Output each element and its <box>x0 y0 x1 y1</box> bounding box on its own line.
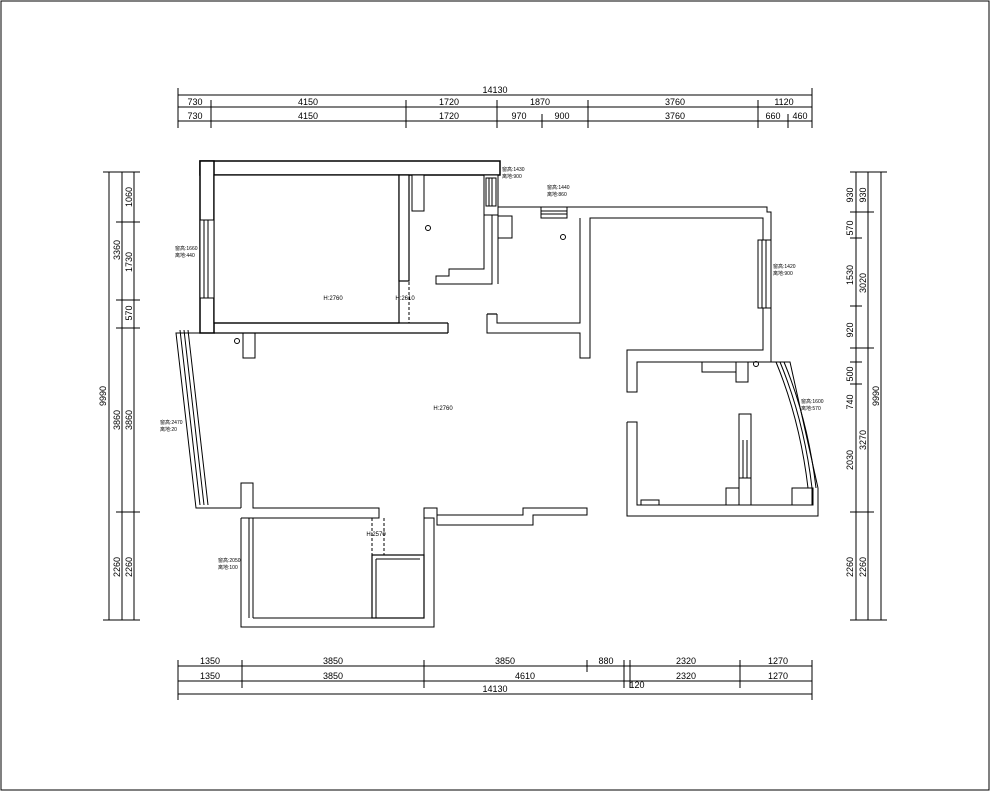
bottom-dim-2: 3850 <box>323 656 343 666</box>
top-dim-3: 1720 <box>439 97 459 107</box>
bottom-dim-12: 1270 <box>768 671 788 681</box>
right-outer-dim-3: 3270 <box>858 430 868 450</box>
right-inner-dim-1: 930 <box>845 187 855 202</box>
bottom-dim-10: 120 <box>629 680 644 690</box>
window-note-4-sill: 离地:900 <box>773 270 793 277</box>
window-note-4-height: 窗高:1420 <box>773 263 796 270</box>
door-openings <box>371 282 410 555</box>
window-note-5-sill: 离地:20 <box>160 426 177 433</box>
window-note-1-sill: 离地:900 <box>502 173 522 180</box>
top-dim-12: 3760 <box>665 111 685 121</box>
top-dim-5: 3760 <box>665 97 685 107</box>
bottom-dim-4: 880 <box>598 656 613 666</box>
left-outer-dim-1: 3360 <box>112 240 122 260</box>
top-dim-14: 460 <box>792 111 807 121</box>
window-note-3-sill: 离地:440 <box>175 252 195 259</box>
left-inner-dim-2: 1730 <box>124 252 134 272</box>
top-dim-10: 970 <box>511 111 526 121</box>
room-height-bedroom1: H:2760 <box>323 296 343 302</box>
right-inner-dim-5: 500 <box>845 366 855 381</box>
window-note-6-sill: 离地:570 <box>801 405 821 412</box>
bottom-dim-7: 1350 <box>200 671 220 681</box>
left-inner-dim-5: 2260 <box>124 557 134 577</box>
bottom-dim-5: 2320 <box>676 656 696 666</box>
light-points <box>234 225 759 367</box>
left-dimensions: 9990 3360 3860 2260 1060 1730 570 3860 2… <box>98 171 140 621</box>
right-inner-dim-8: 2260 <box>845 557 855 577</box>
left-outer-dim-2: 3860 <box>112 410 122 430</box>
right-inner-dim-2: 570 <box>845 220 855 235</box>
left-outer-dim-3: 2260 <box>112 557 122 577</box>
top-dim-8: 4150 <box>298 111 318 121</box>
top-dim-6: 1120 <box>774 97 793 107</box>
bottom-dim-1: 1350 <box>200 656 220 666</box>
bottom-total-dim: 14130 <box>482 684 507 694</box>
right-outer-dim-4: 2260 <box>858 557 868 577</box>
left-inner-dim-3: 570 <box>124 305 134 320</box>
window-note-7-height: 窗高:2050 <box>218 557 241 564</box>
window-note-6-height: 窗高:1600 <box>801 398 824 405</box>
left-inner-dim-1: 1060 <box>124 187 134 207</box>
windows <box>199 177 568 299</box>
bottom-dim-9: 4610 <box>515 671 535 681</box>
window-note-1-height: 窗高:1430 <box>502 166 525 173</box>
top-dimensions: 14130 730 4150 1720 1870 3760 1120 730 4… <box>177 85 813 128</box>
window-note-5-height: 窗高:2470 <box>160 419 183 426</box>
top-total-dim: 14130 <box>482 85 507 95</box>
window-note-7-sill: 离地:100 <box>218 564 238 571</box>
window-note-3-height: 窗高:1660 <box>175 245 198 252</box>
left-total-dim: 9990 <box>98 386 108 406</box>
window-note-2-height: 窗高:1440 <box>547 184 570 191</box>
room-height-balcony: H:2570 <box>366 532 386 538</box>
top-dim-1: 730 <box>187 97 202 107</box>
right-outer-dim-1: 930 <box>858 187 868 202</box>
room-height-closet: H:2610 <box>395 296 415 302</box>
room-height-living: H:2760 <box>433 406 453 412</box>
top-dim-2: 4150 <box>298 97 318 107</box>
right-inner-dim-7: 2030 <box>845 450 855 470</box>
right-total-dim: 9990 <box>871 386 881 406</box>
bottom-dim-3: 3850 <box>495 656 515 666</box>
top-dim-9: 1720 <box>439 111 459 121</box>
window-notes: 窗高:1430 离地:900 窗高:1440 离地:860 窗高:1660 离地… <box>160 166 824 571</box>
walls <box>175 160 819 628</box>
window-note-2-sill: 离地:860 <box>547 191 567 198</box>
bottom-dim-8: 3850 <box>323 671 343 681</box>
bottom-dim-11: 2320 <box>676 671 696 681</box>
top-dim-11: 900 <box>554 111 569 121</box>
right-inner-dim-6: 740 <box>845 394 855 409</box>
right-outer-dim-2: 3020 <box>858 273 868 293</box>
right-inner-dim-3: 1530 <box>845 265 855 285</box>
right-dimensions: 930 570 1530 920 500 740 2030 2260 930 3… <box>845 171 887 621</box>
right-inner-dim-4: 920 <box>845 322 855 337</box>
left-inner-dim-4: 3860 <box>124 410 134 430</box>
top-dim-7: 730 <box>187 111 202 121</box>
bottom-dim-6: 1270 <box>768 656 788 666</box>
top-dim-13: 660 <box>765 111 780 121</box>
top-dim-4: 1870 <box>530 97 550 107</box>
bottom-dimensions: 1350 3850 3850 880 2320 1270 1350 3850 4… <box>177 656 813 700</box>
